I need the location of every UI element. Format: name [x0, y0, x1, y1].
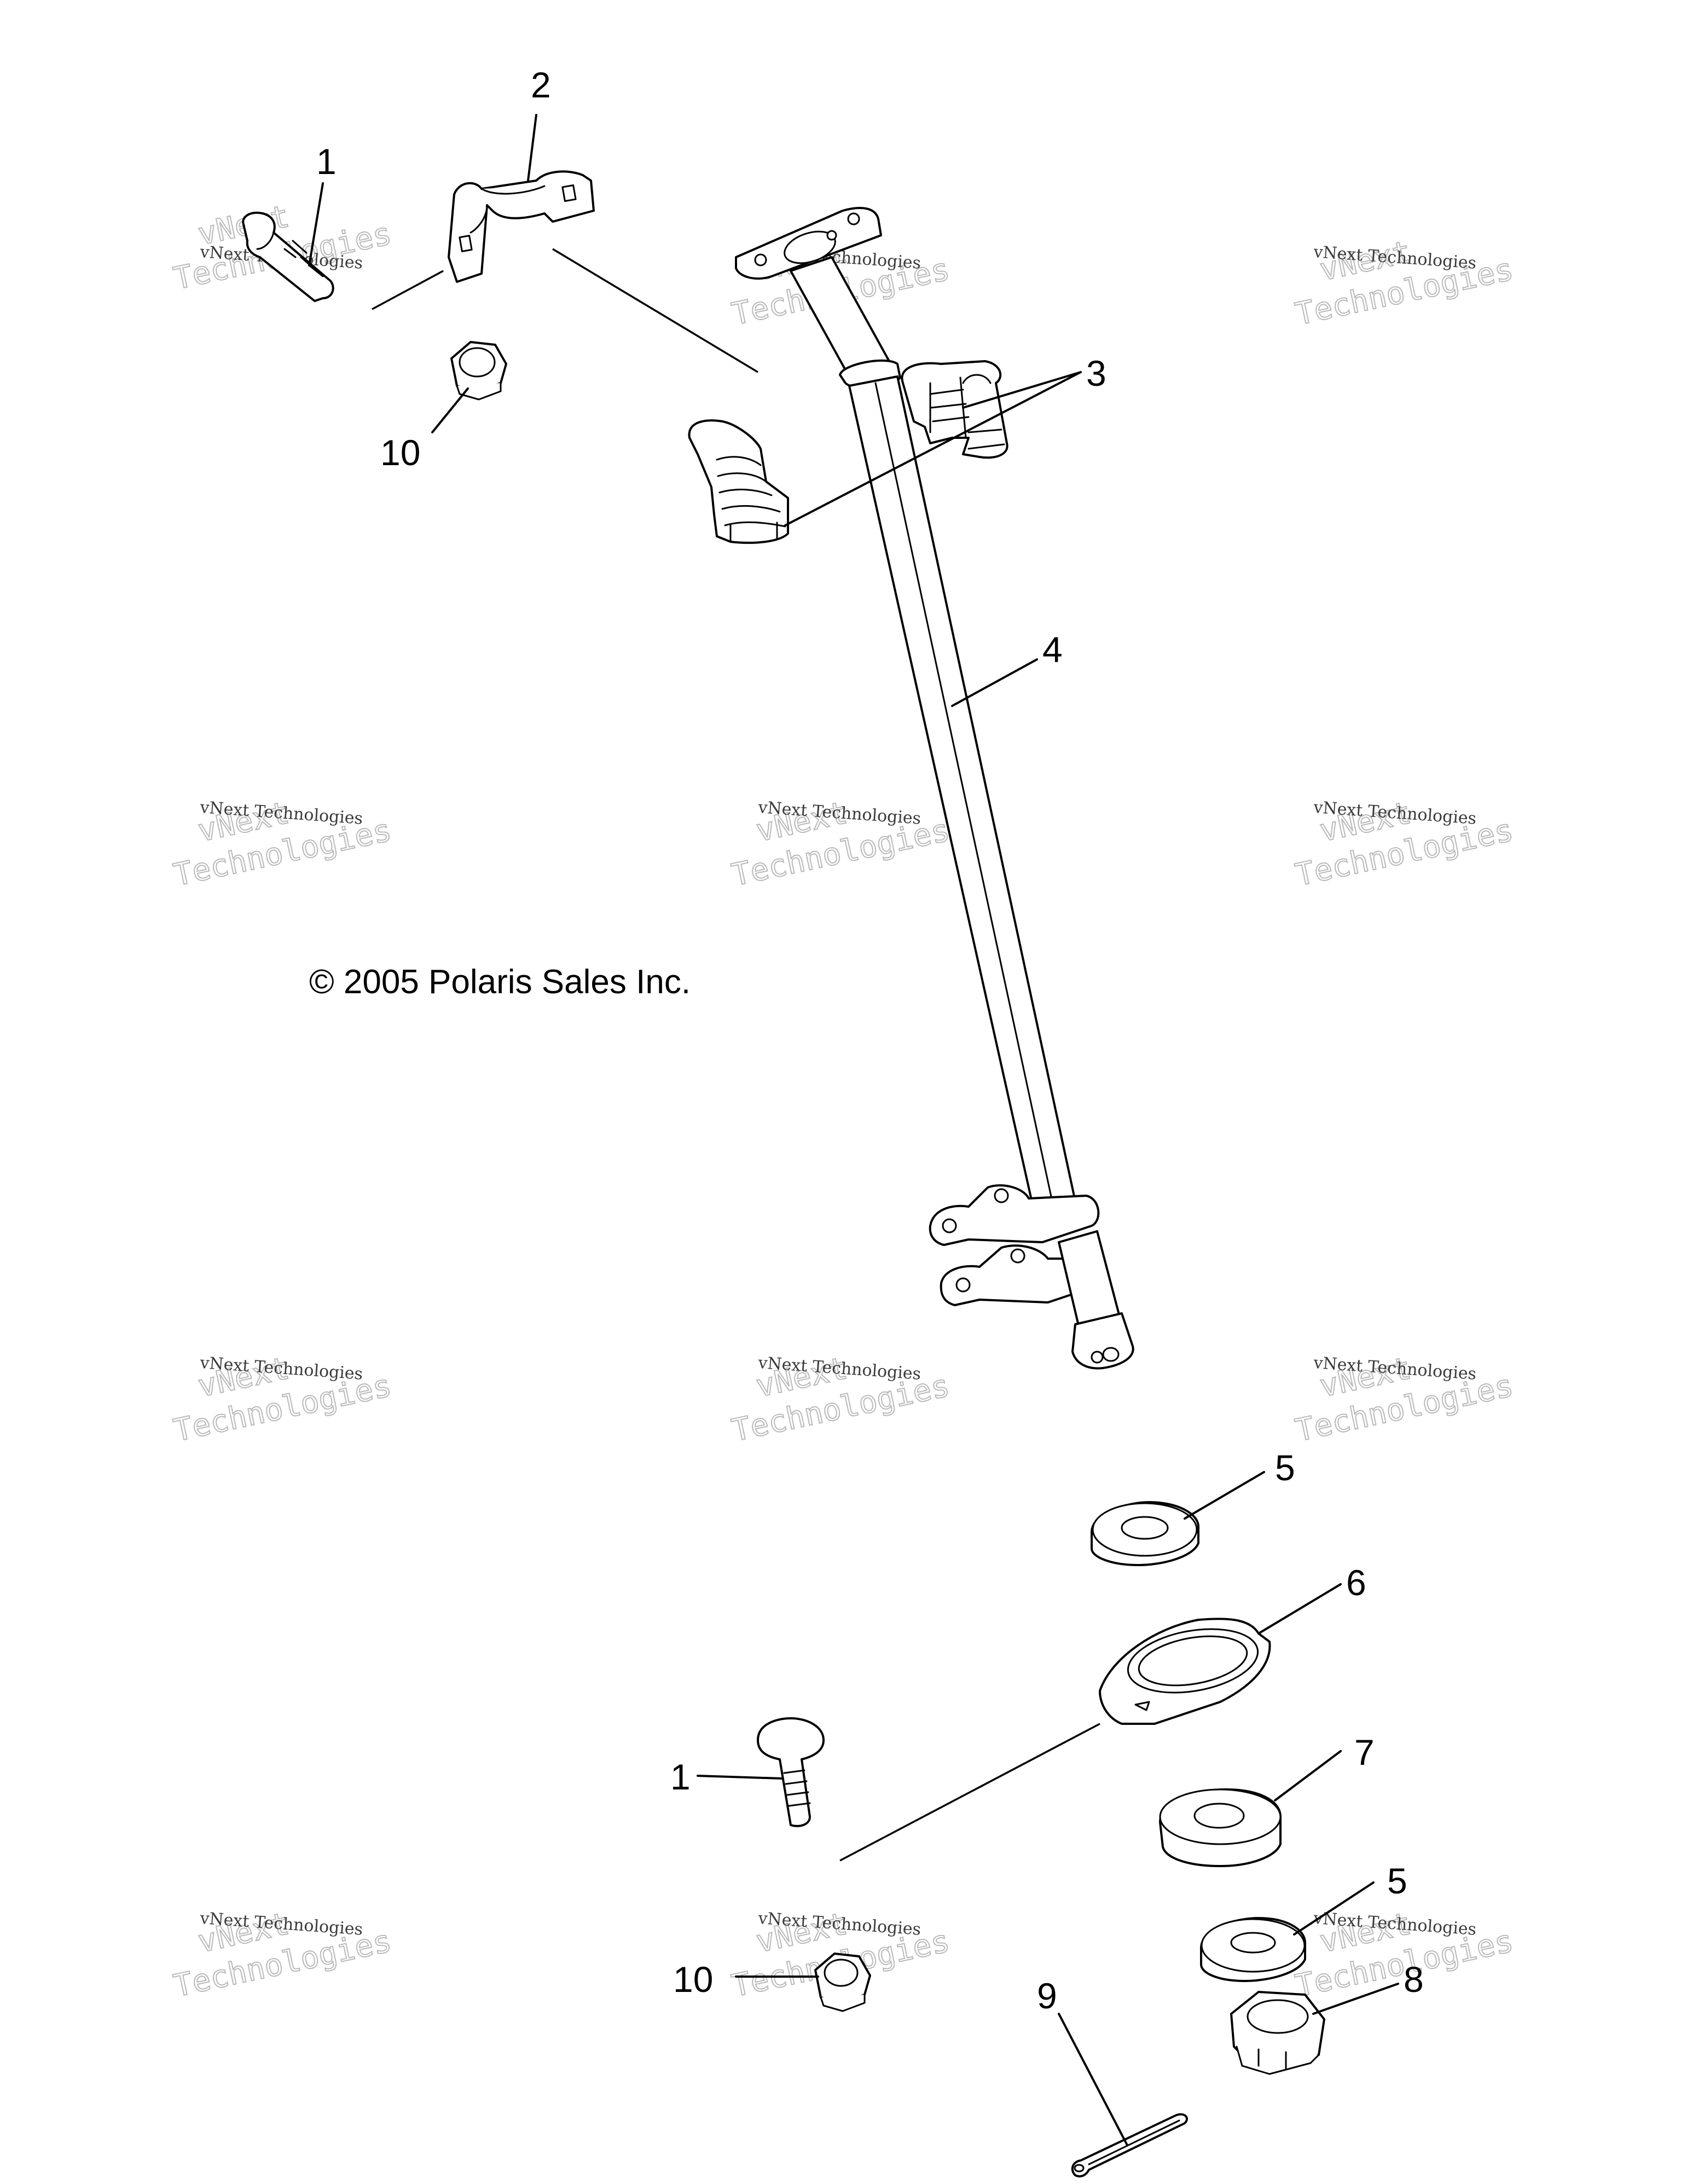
watermarks: vNext Technologies vNext Technologies vN… — [170, 198, 1517, 2005]
watermark: vNext Technologies — [1292, 234, 1517, 333]
callout-3: 3 — [1086, 353, 1106, 393]
watermark: vNext Technologies — [728, 795, 953, 894]
callout-10-bottom: 10 — [673, 1959, 713, 2000]
leader-9 — [1058, 2013, 1128, 2146]
bearing-housing-part-6 — [1099, 1618, 1271, 1725]
leader-2 — [527, 114, 537, 182]
callout-1-bottom: 1 — [670, 1757, 691, 1797]
callout-4: 4 — [1042, 629, 1063, 670]
leader-lines — [308, 114, 1399, 2146]
callout-2: 2 — [531, 65, 551, 105]
assembly-line-clamp-to-column — [552, 248, 758, 373]
leader-4 — [951, 658, 1038, 707]
leader-5-upper — [1184, 1471, 1265, 1520]
callout-6: 6 — [1346, 1562, 1366, 1603]
leader-5-lower — [1293, 1881, 1375, 1936]
watermark: vNext Technologies — [170, 1350, 395, 1450]
castle-nut-part-8 — [1230, 1991, 1325, 2075]
bolt-part-1-top — [242, 211, 334, 302]
washer-part-5-upper — [1091, 1501, 1199, 1566]
leader-3b — [784, 371, 1082, 526]
watermark: vNext Technologies — [170, 795, 395, 894]
leader-8 — [1312, 1983, 1399, 2015]
leader-6 — [1257, 1583, 1342, 1635]
watermark: vNext Technologies — [1292, 1350, 1517, 1450]
callout-7: 7 — [1354, 1732, 1375, 1772]
bearing-part-7 — [1159, 1788, 1282, 1867]
watermark: vNext Technologies — [728, 1350, 953, 1450]
bolt-part-1-bottom — [757, 1717, 825, 1827]
watermark: vNext Technologies — [1292, 1905, 1517, 2005]
watermark: vNext Technologies — [1292, 795, 1517, 894]
washer-part-5-lower — [1200, 1917, 1306, 1982]
callout-5-upper: 5 — [1275, 1447, 1295, 1488]
leader-10-top — [431, 387, 469, 433]
bushing-part-3-left — [688, 419, 789, 544]
leader-3a — [962, 371, 1082, 409]
assembly-lines — [372, 248, 1100, 1862]
callout-5-lower: 5 — [1387, 1861, 1407, 1901]
nut-part-10-top — [450, 341, 507, 401]
callout-8: 8 — [1404, 1959, 1424, 2000]
cotter-pin-part-9 — [1071, 2113, 1188, 2177]
leader-1-top — [308, 182, 324, 267]
steering-clamp-part-2 — [448, 170, 595, 283]
leader-1-bottom — [697, 1775, 784, 1780]
assembly-line-bearing-to-bolt — [839, 1723, 1100, 1862]
callout-10-top: 10 — [380, 432, 420, 473]
callouts: 1 2 3 4 10 5 6 1 7 5 10 9 8 — [316, 65, 1424, 2016]
leader-7 — [1274, 1750, 1342, 1801]
steering-column-part-4 — [735, 207, 1134, 1370]
nut-part-10-bottom — [814, 1953, 871, 2012]
callout-1-top: 1 — [316, 141, 337, 182]
bushing-part-3-right — [901, 360, 1008, 459]
callout-9: 9 — [1037, 1976, 1057, 2016]
copyright-notice: © 2005 Polaris Sales Inc. — [309, 963, 691, 1001]
watermark: vNext Technologies — [170, 1905, 395, 2005]
assembly-line-bolt-to-clamp — [372, 270, 444, 310]
